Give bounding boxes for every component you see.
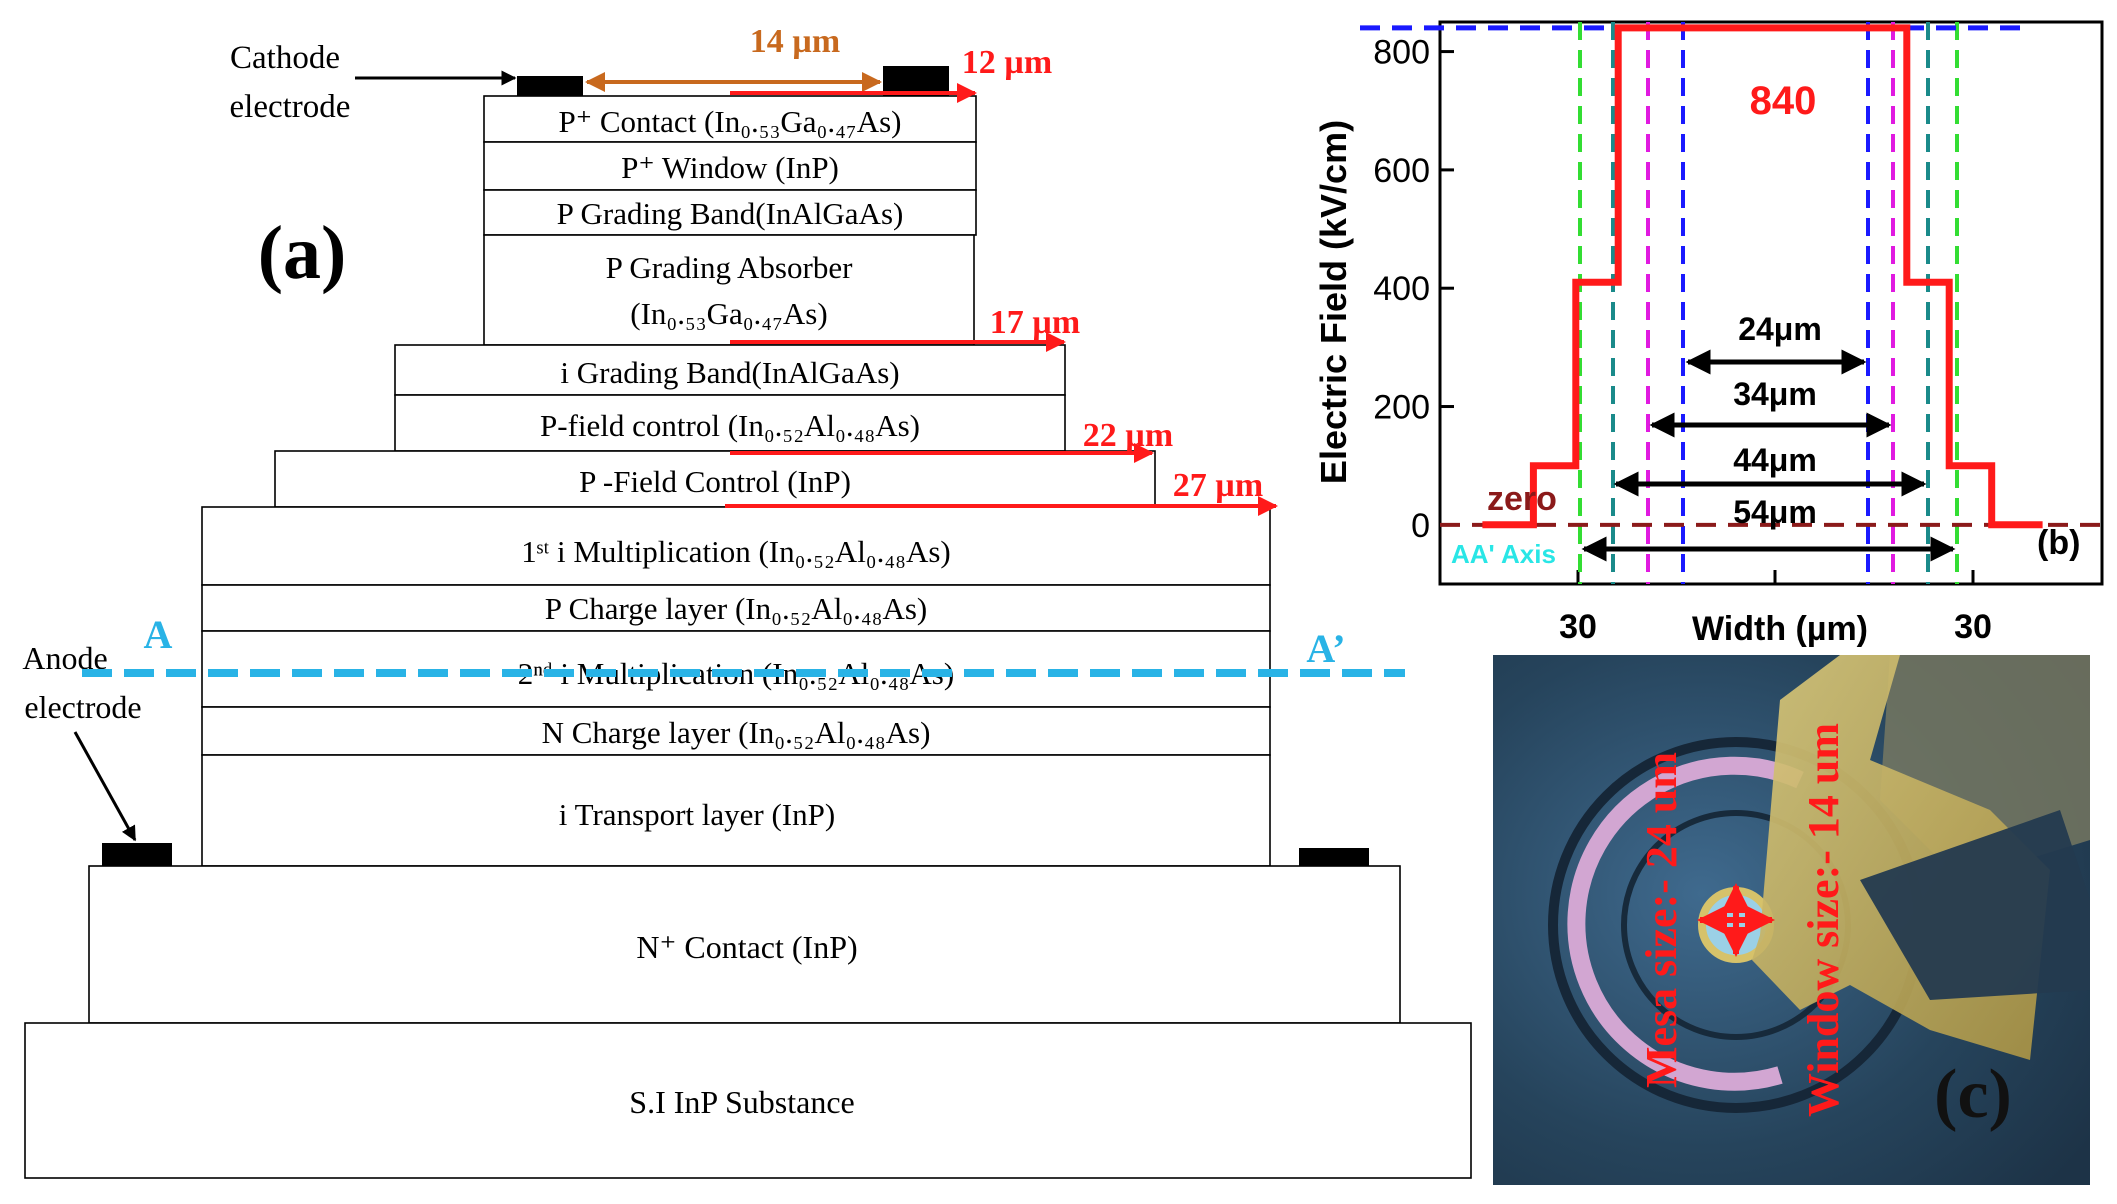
cathode-electrode-left bbox=[517, 76, 583, 96]
label-p-grading-absorber-2: (In₀.₅₃Ga₀.₄₇As) bbox=[630, 296, 827, 331]
aa-axis-label: AA' Axis bbox=[1451, 539, 1556, 569]
dim-label-12: 12 µm bbox=[962, 44, 1052, 81]
label-p-field-control-inalas: P-field control (In₀.₅₂Al₀.₄₈As) bbox=[540, 408, 920, 443]
peak-value-label: 840 bbox=[1750, 79, 1817, 123]
y-tick-label: 0 bbox=[1411, 507, 1430, 545]
layer-substrate bbox=[24, 1022, 1472, 1179]
label-p-window: P⁺ Window (InP) bbox=[621, 150, 839, 185]
region-guides bbox=[1578, 22, 1959, 584]
device-micrograph: Mesa size:- 24 um Window size:- 14 um (c… bbox=[1493, 655, 2090, 1185]
dim-label-27: 27 µm bbox=[1173, 467, 1263, 504]
anode-electrode-left bbox=[102, 843, 172, 866]
window-size-label: Window size:- 14 um bbox=[1799, 723, 1848, 1117]
label-p-field-control-inp: P -Field Control (InP) bbox=[579, 464, 851, 499]
y-tick-label: 400 bbox=[1373, 270, 1430, 308]
layer-p-grading-absorber bbox=[483, 234, 975, 346]
electric-field-profile bbox=[1482, 24, 2043, 529]
label-p-charge: P Charge layer (In₀.₅₂Al₀.₄₈As) bbox=[545, 591, 928, 626]
layer-i-transport bbox=[201, 754, 1271, 867]
zero-label: zero bbox=[1487, 480, 1557, 518]
label-substrate: S.I InP Substance bbox=[629, 1084, 854, 1120]
layer-p-field-control-inalas bbox=[394, 394, 1066, 452]
x-axis-tick-marks bbox=[1576, 570, 1975, 584]
label-n-charge: N Charge layer (In₀.₅₂Al₀.₄₈As) bbox=[542, 715, 931, 750]
panel-a-label: (a) bbox=[258, 211, 347, 295]
panel-b-label: (b) bbox=[2037, 524, 2080, 562]
width-label-24: 24μm bbox=[1738, 311, 1822, 347]
label-1st-multiplication: 1ˢᵗ i Multiplication (In₀.₅₂Al₀.₄₈As) bbox=[521, 534, 951, 569]
dim-label-22: 22 µm bbox=[1083, 417, 1173, 454]
panel-c-label: (c) bbox=[1934, 1056, 2012, 1133]
y-tick-label: 800 bbox=[1373, 34, 1430, 72]
section-label-a-prime: A’ bbox=[1306, 626, 1345, 671]
x-axis-title: Width (µm) bbox=[1692, 610, 1868, 648]
layer-n-contact bbox=[88, 865, 1401, 1024]
cathode-label-line1: Cathode bbox=[230, 40, 340, 76]
label-n-contact: N⁺ Contact (InP) bbox=[636, 929, 857, 965]
label-i-transport: i Transport layer (InP) bbox=[559, 797, 835, 832]
device-cross-section: P⁺ Contact (In₀.₅₃Ga₀.₄₇As) P⁺ Window (I… bbox=[22, 23, 1472, 1179]
width-label-54: 54μm bbox=[1733, 494, 1817, 530]
window-dimension-label: 14 µm bbox=[750, 23, 840, 60]
anode-pointer-arrow bbox=[73, 731, 137, 842]
dim-label-17: 17 µm bbox=[990, 304, 1080, 341]
width-label-44: 44μm bbox=[1733, 442, 1817, 478]
anode-electrode-right bbox=[1299, 848, 1369, 866]
y-axis-ticks: 0 200 400 600 800 bbox=[1373, 34, 1454, 545]
label-p-contact: P⁺ Contact (In₀.₅₃Ga₀.₄₇As) bbox=[559, 104, 902, 139]
anode-label-line2: electrode bbox=[24, 689, 141, 725]
mesa-pink-ring bbox=[1567, 756, 1804, 1091]
layer-p-contact bbox=[483, 95, 977, 143]
label-p-grading-band: P Grading Band(InAlGaAs) bbox=[557, 196, 904, 231]
width-label-34: 34μm bbox=[1733, 376, 1817, 412]
y-tick-label: 600 bbox=[1373, 152, 1430, 190]
y-tick-label: 200 bbox=[1373, 389, 1430, 427]
layer-p-grading-band bbox=[483, 189, 977, 236]
x-tick-right: 30 bbox=[1954, 608, 1992, 646]
label-p-grading-absorber-1: P Grading Absorber bbox=[606, 250, 853, 285]
cathode-label-line2: electrode bbox=[230, 89, 351, 125]
layer-1st-multiplication bbox=[201, 506, 1271, 586]
layer-p-window bbox=[483, 141, 977, 191]
section-label-a: A bbox=[144, 612, 173, 657]
dark-probe-tip bbox=[1860, 810, 2090, 1000]
x-tick-left: 30 bbox=[1559, 608, 1597, 646]
y-axis-title: Electric Field (kV/cm) bbox=[1313, 120, 1354, 484]
mesa-size-label: Mesa size:- 24 um bbox=[1637, 752, 1686, 1088]
layer-n-charge bbox=[201, 706, 1271, 756]
label-i-grading-band: i Grading Band(InAlGaAs) bbox=[560, 355, 899, 390]
